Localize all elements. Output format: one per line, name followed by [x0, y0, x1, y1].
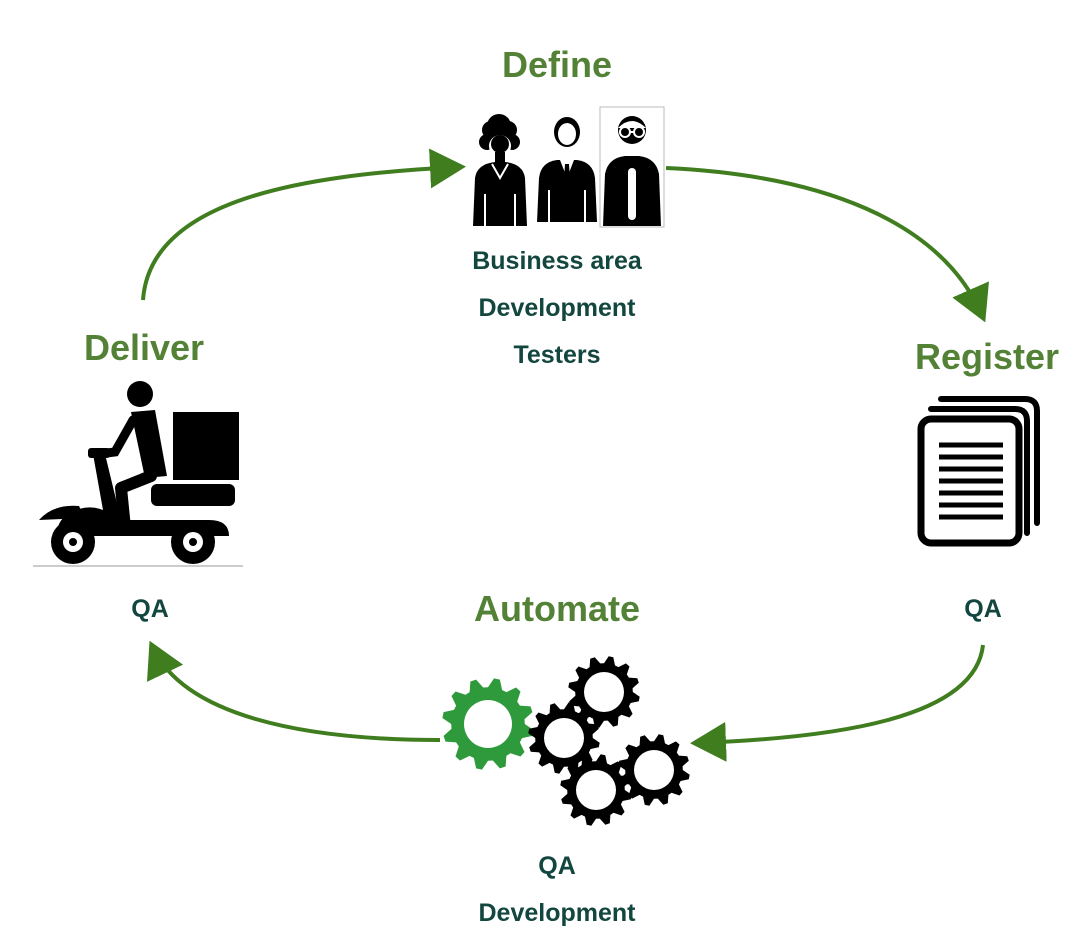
- register-title: Register: [914, 336, 1060, 377]
- gears-icon: [442, 656, 690, 826]
- scooter-icon: [33, 381, 243, 567]
- gear-icon: [618, 734, 690, 806]
- arrow-define-to-register: [665, 166, 989, 323]
- define-role-development: Development: [478, 294, 636, 322]
- automate-role-qa: QA: [538, 852, 576, 880]
- document-icon: [917, 396, 1040, 547]
- gear-icon: [528, 702, 600, 774]
- front-wheel-icon: [51, 520, 95, 564]
- people-icon: [473, 106, 665, 228]
- register-role-qa: QA: [964, 595, 1002, 623]
- arrow-automate-to-deliver: [147, 640, 441, 742]
- define-role-business-area: Business area: [472, 247, 642, 275]
- automate-title: Automate: [473, 588, 640, 629]
- rear-wheel-icon: [171, 520, 215, 564]
- gear-icon: [560, 754, 632, 826]
- accent-gear-icon: [442, 678, 534, 770]
- woman-figure-icon: [473, 114, 527, 226]
- businessman-figure-icon: [537, 117, 597, 222]
- arrow-register-to-automate: [690, 644, 985, 762]
- deliver-title: Deliver: [83, 327, 205, 368]
- define-role-testers: Testers: [513, 341, 601, 369]
- arrow-deliver-to-define: [141, 148, 466, 301]
- deliver-role-qa: QA: [131, 595, 169, 623]
- define-title: Define: [501, 44, 613, 85]
- tester-figure-icon: [599, 106, 665, 228]
- automate-role-development: Development: [478, 899, 636, 927]
